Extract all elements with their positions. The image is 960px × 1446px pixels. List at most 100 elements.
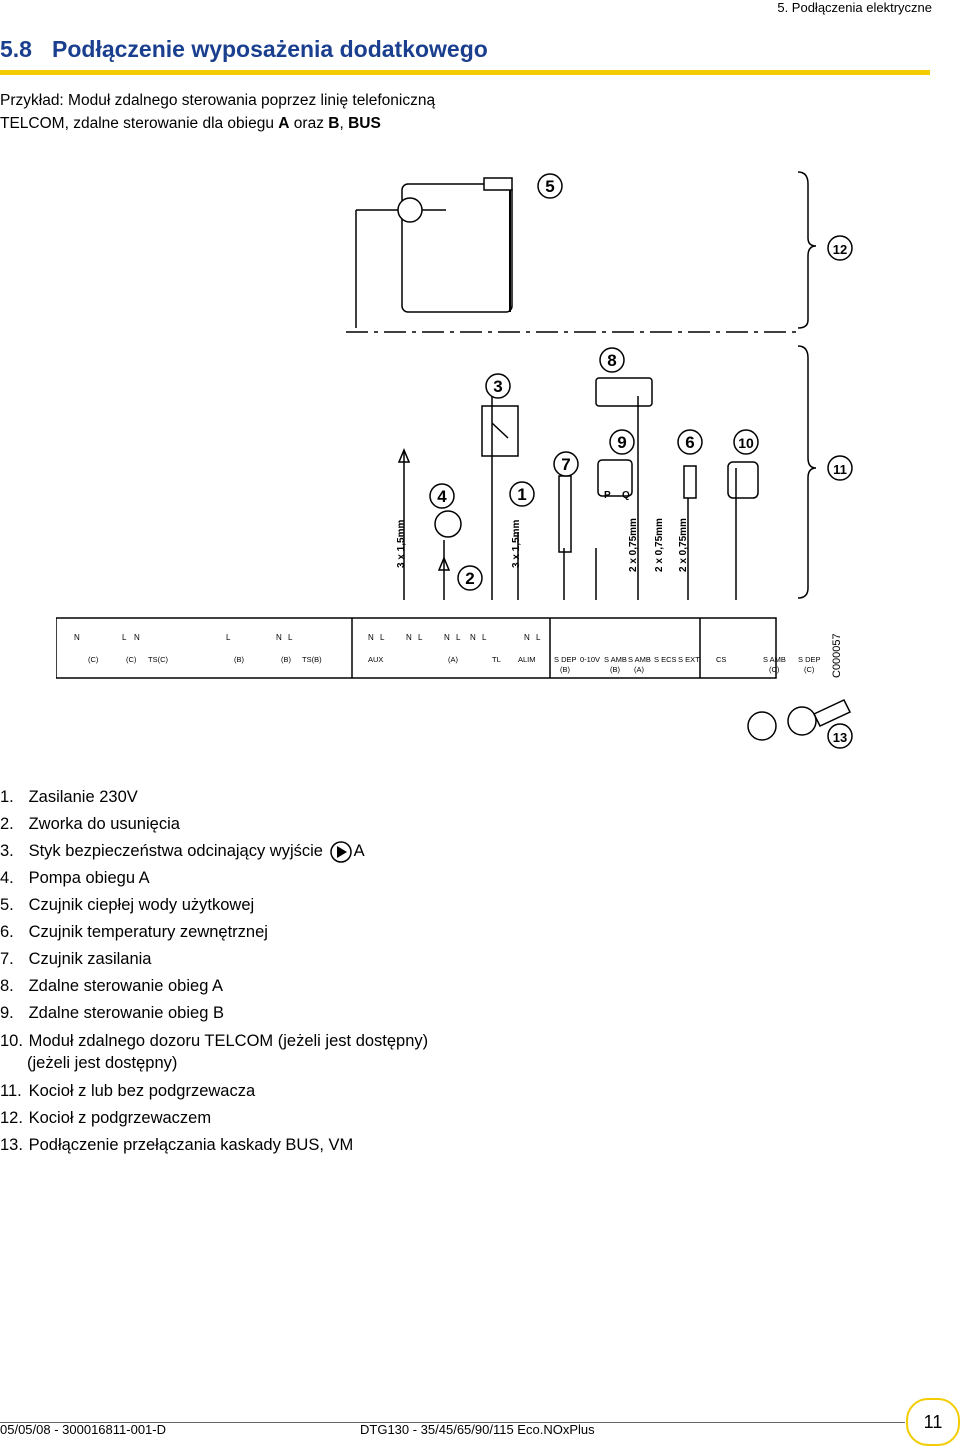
- intro-line-1: Przykład: Moduł zdalnego sterowania popr…: [0, 92, 436, 109]
- terminal-label: S AMB: [604, 655, 627, 664]
- callout-4: 4: [437, 487, 447, 506]
- legend-item: 13. Podłączenie przełączania kaskady BUS…: [0, 1132, 353, 1159]
- terminal-label: 0-10V: [580, 655, 600, 664]
- legend-number: 2.: [0, 815, 14, 833]
- terminal-label: (C): [126, 655, 137, 664]
- terminal-label: TL: [492, 655, 501, 664]
- legend-continuation: (jeżeli jest dostępny): [27, 1054, 178, 1072]
- wiring-diagram: 5 12 8 3 9 6 10 11 7 4 1 2 13 3 x 1,5mm …: [56, 171, 853, 749]
- intro-mid: oraz: [289, 115, 329, 132]
- wire-label: 2 x 0,75mm: [678, 518, 689, 572]
- hot-water-tank: [401, 183, 513, 313]
- terminal-label: S DEP: [554, 655, 577, 664]
- legend-item: 9. Zdalne sterowanie obieg B: [0, 1000, 224, 1027]
- legend-text: Styk bezpieczeństwa odcinający wyjście: [28, 842, 323, 860]
- terminal-p: P: [604, 490, 611, 501]
- title-text: Podłączenie wyposażenia dodatkowego: [52, 36, 488, 62]
- intro-prefix: TELCOM, zdalne sterowanie dla obiegu: [0, 115, 279, 132]
- legend-number: 9.: [0, 1004, 14, 1022]
- terminal-label: S AMB: [763, 655, 786, 664]
- callout-11: 11: [833, 462, 847, 477]
- legend-number: 4.: [0, 869, 14, 887]
- terminal-label: TS(C): [148, 655, 168, 664]
- footer-doc-id: 05/05/08 - 300016811-001-D: [0, 1422, 166, 1437]
- terminal-label: (C): [88, 655, 99, 664]
- legend-item: 6. Czujnik temperatury zewnętrznej: [0, 919, 268, 946]
- title-underline: [0, 70, 930, 75]
- terminal-label: ALIM: [518, 655, 536, 664]
- callout-2: 2: [465, 569, 474, 588]
- legend-number: 7.: [0, 950, 14, 968]
- legend-item: 12. Kocioł z podgrzewaczem: [0, 1105, 211, 1132]
- terminal-label: S AMB: [628, 655, 651, 664]
- footer-model: DTG130 - 35/45/65/90/115 Eco.NOxPlus: [360, 1422, 595, 1437]
- legend-text: Kocioł z lub bez podgrzewacza: [28, 1082, 256, 1100]
- legend-number: 10.: [0, 1032, 23, 1050]
- footer-rule: [0, 1422, 905, 1423]
- terminal-top: N: [406, 633, 412, 642]
- page-title: 5.8 Podłączenie wyposażenia dodatkowego: [0, 36, 488, 63]
- legend-item: 2. Zworka do usunięcia: [0, 811, 180, 838]
- legend-text: Czujnik temperatury zewnętrznej: [28, 923, 268, 941]
- legend-text: Zasilanie 230V: [28, 788, 138, 806]
- intro-a: A: [278, 115, 290, 132]
- legend-text: Czujnik ciepłej wody użytkowej: [28, 896, 255, 914]
- callout-12: 12: [833, 242, 847, 257]
- callout-13: 13: [833, 730, 847, 745]
- legend-text: Zworka do usunięcia: [28, 815, 180, 833]
- terminal-sublabel: (B): [560, 665, 571, 674]
- callout-7: 7: [561, 455, 570, 474]
- legend-text: Kocioł z podgrzewaczem: [28, 1109, 212, 1127]
- terminal-label: CS: [716, 655, 726, 664]
- diagram-code: C000057: [831, 633, 843, 678]
- terminal-label: AUX: [368, 655, 383, 664]
- terminal-sublabel: (B): [610, 665, 621, 674]
- terminal-top: L: [536, 633, 541, 642]
- terminal-top: N: [470, 633, 476, 642]
- terminal-label: (B): [281, 655, 292, 664]
- terminal-top: L: [226, 633, 231, 642]
- callout-3: 3: [493, 377, 502, 396]
- terminal-label: (B): [234, 655, 245, 664]
- terminal-top: N: [524, 633, 530, 642]
- page-number: 11: [906, 1398, 960, 1446]
- legend-item: 3. Styk bezpieczeństwa odcinający wyjści…: [0, 838, 365, 865]
- legend-number: 5.: [0, 896, 14, 914]
- legend-text: Zdalne sterowanie obieg A: [28, 977, 224, 995]
- callout-6: 6: [685, 433, 694, 452]
- callout-9: 9: [617, 433, 626, 452]
- terminal-top: L: [288, 633, 293, 642]
- legend-text: Moduł zdalnego dozoru TELCOM (jeżeli jes…: [28, 1032, 429, 1050]
- legend-text: Pompa obiegu A: [28, 869, 150, 887]
- wire-label: 3 x 1,5mm: [396, 520, 407, 568]
- terminal-q: Q: [622, 490, 630, 501]
- legend-item: 8. Zdalne sterowanie obieg A: [0, 973, 223, 1000]
- terminal-sublabel: (C): [804, 665, 815, 674]
- terminal-top: N: [134, 633, 140, 642]
- legend-item: 5. Czujnik ciepłej wody użytkowej: [0, 892, 254, 919]
- legend-number: 11.: [0, 1082, 22, 1100]
- callout-5: 5: [545, 177, 554, 196]
- terminal-top: L: [456, 633, 461, 642]
- callout-8: 8: [607, 351, 616, 370]
- terminal-label: S EXT: [678, 655, 700, 664]
- intro-bus: BUS: [348, 115, 381, 132]
- terminal-sublabel: (C): [769, 665, 780, 674]
- intro-line-2: TELCOM, zdalne sterowanie dla obiegu A o…: [0, 115, 381, 133]
- terminal-sublabel: (A): [634, 665, 645, 674]
- callout-1: 1: [517, 485, 526, 504]
- terminal-label: S ECS: [654, 655, 677, 664]
- terminal-top: N: [368, 633, 374, 642]
- legend-number: 12.: [0, 1109, 23, 1127]
- wire-label: 3 x 1,5mm: [511, 520, 522, 568]
- pump-icon: [434, 510, 462, 538]
- section-number: 5.8: [0, 36, 32, 62]
- intro-sep: ,: [339, 115, 349, 132]
- terminal-top: L: [122, 633, 127, 642]
- legend-number: 3.: [0, 842, 14, 860]
- legend-suffix: A: [353, 842, 365, 860]
- legend-text: Podłączenie przełączania kaskady BUS, VM: [28, 1136, 354, 1154]
- section-header: 5. Podłączenia elektryczne: [777, 0, 932, 15]
- pump-icon: [329, 840, 352, 863]
- terminal-top: N: [74, 633, 80, 642]
